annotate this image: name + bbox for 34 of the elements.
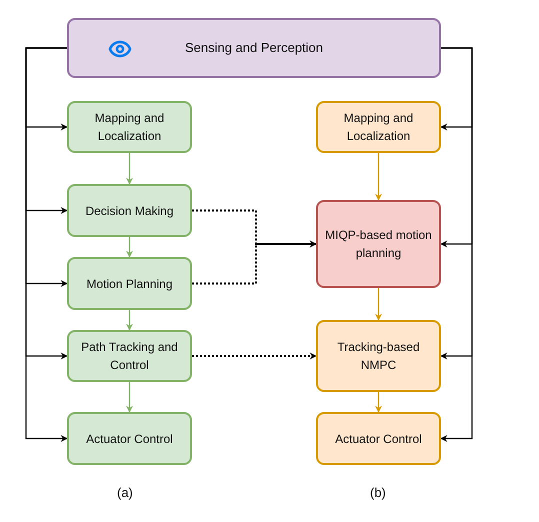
node-text: Mapping and Localization — [94, 110, 166, 145]
node-text: Path Tracking and Control — [80, 339, 179, 374]
process-box — [316, 412, 441, 465]
arrow — [126, 382, 133, 413]
arrow — [192, 210, 317, 248]
process-box — [67, 101, 192, 153]
arrow — [440, 47, 473, 442]
process-box — [67, 412, 192, 465]
node-text: Actuator Control — [335, 430, 422, 448]
node-text: Actuator Control — [86, 430, 173, 448]
node-text: Tracking-based NMPC — [336, 339, 421, 374]
process-box — [316, 320, 441, 392]
arrow — [25, 47, 68, 442]
arrow — [375, 392, 382, 413]
process-box — [67, 330, 192, 382]
node-text: Sensing and Perception — [184, 39, 324, 58]
node-text: Motion Planning — [86, 276, 173, 292]
arrow — [126, 237, 133, 258]
process-box — [67, 257, 192, 310]
arrow — [126, 310, 133, 331]
process-box — [316, 101, 441, 153]
arrow — [192, 352, 317, 360]
node-text: Mapping and Localization — [342, 110, 414, 145]
subfigure-label: (a) — [117, 484, 133, 502]
arrow — [192, 240, 317, 284]
process-box — [67, 184, 192, 237]
arrow — [126, 153, 133, 185]
arrow — [375, 288, 382, 321]
process-box — [316, 200, 441, 288]
node-text: Decision Making — [85, 202, 174, 220]
node-text: MIQP-based motion planning — [324, 227, 433, 262]
arrow — [375, 153, 382, 201]
subfigure-label: (b) — [370, 484, 386, 502]
sensing-box — [67, 18, 441, 78]
